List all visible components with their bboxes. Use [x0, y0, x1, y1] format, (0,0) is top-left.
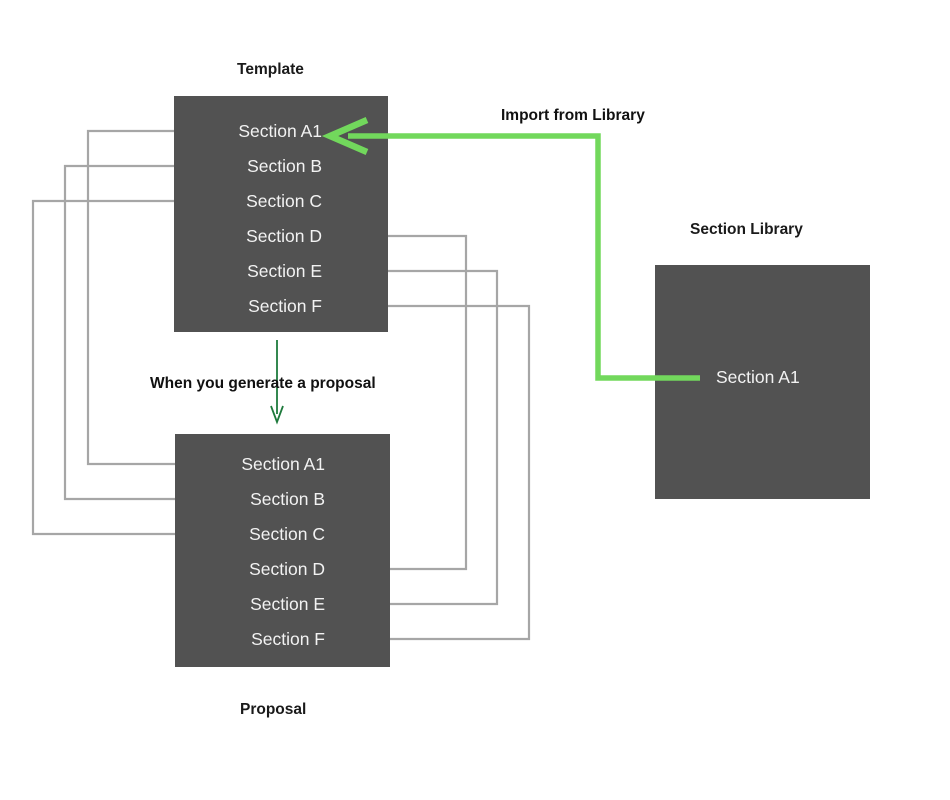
connector-e: [330, 269, 499, 606]
template-section-a1[interactable]: Section A1: [238, 121, 322, 141]
connector-d: [330, 234, 468, 571]
library-panel[interactable]: [655, 265, 870, 499]
proposal-section-e[interactable]: Section E: [250, 594, 325, 614]
template-section-b[interactable]: Section B: [247, 156, 322, 176]
generate-arrow-head: [270, 405, 284, 425]
import-arrow-path: [348, 133, 700, 381]
template-section-f[interactable]: Section F: [248, 296, 322, 316]
proposal-section-c[interactable]: Section C: [249, 524, 325, 544]
proposal-section-f[interactable]: Section F: [251, 629, 325, 649]
proposal-section-a1[interactable]: Section A1: [241, 454, 325, 474]
template-section-e[interactable]: Section E: [247, 261, 322, 281]
template-section-c[interactable]: Section C: [246, 191, 322, 211]
connector-f: [330, 304, 531, 641]
connector-b: [63, 164, 232, 501]
template-title: Template: [237, 61, 304, 78]
connector-a1: [86, 129, 232, 466]
proposal-section-b[interactable]: Section B: [250, 489, 325, 509]
template-section-d[interactable]: Section D: [246, 226, 322, 246]
import-annotation: Import from Library: [501, 107, 645, 124]
library-section-a1[interactable]: Section A1: [716, 367, 800, 387]
import-arrow-head: [321, 117, 369, 155]
library-title: Section Library: [690, 221, 803, 238]
generate-annotation: When you generate a proposal: [150, 375, 376, 392]
proposal-panel[interactable]: [175, 434, 390, 667]
proposal-section-d[interactable]: Section D: [249, 559, 325, 579]
proposal-title: Proposal: [240, 701, 307, 718]
connector-c: [31, 199, 232, 536]
